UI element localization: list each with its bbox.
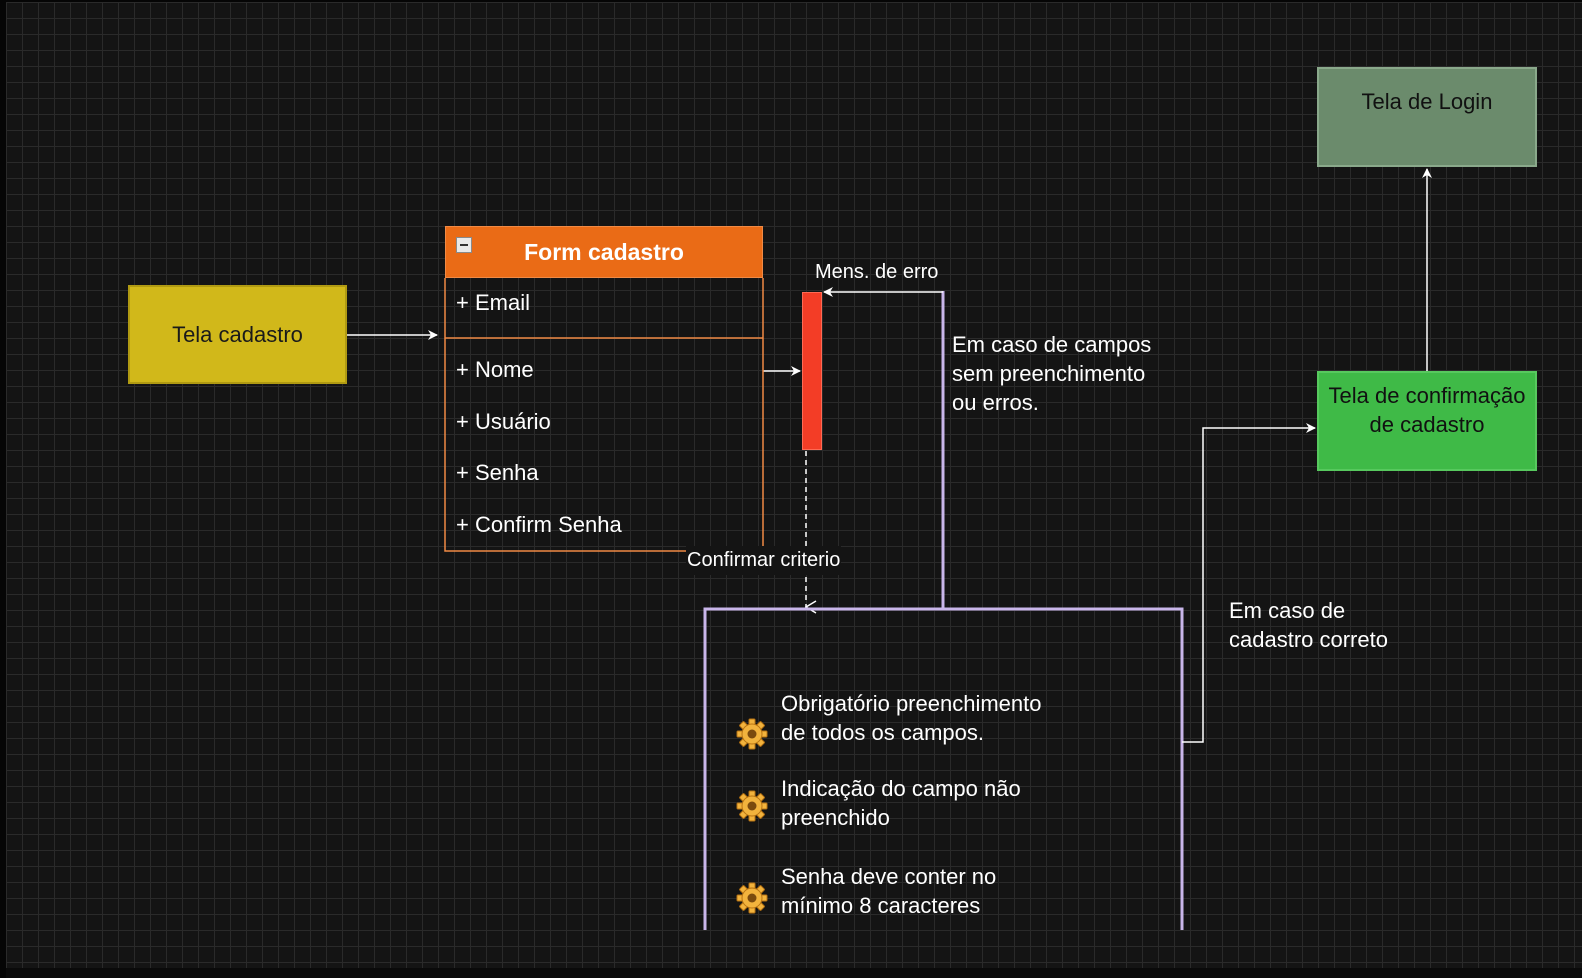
criteria-3-line2: mínimo 8 caracteres (781, 893, 981, 918)
gear-icon (736, 882, 768, 914)
form-field-email[interactable]: + Email (456, 290, 530, 315)
note-campos-line1: Em caso de campos (952, 332, 1152, 357)
collapse-icon[interactable] (456, 237, 472, 253)
form-field-confirm-senha[interactable]: + Confirm Senha (456, 512, 622, 537)
note-correto-line1: Em caso de (1229, 598, 1346, 623)
canvas-top-edge (0, 0, 1582, 2)
canvas-bottom-edge (0, 968, 1582, 978)
node-tela-login[interactable]: Tela de Login (1317, 67, 1537, 167)
note-campos-line2: sem preenchimento (952, 361, 1146, 386)
criteria-3-line1: Senha deve conter no (781, 864, 997, 889)
form-cadastro-class[interactable]: Form cadastro + Email + Nome + Usuário +… (445, 226, 763, 551)
gear-icon (736, 718, 768, 750)
node-tela-cadastro-label: Tela cadastro (172, 321, 303, 347)
criteria-1-line2: de todos os campos. (781, 720, 985, 745)
edge-container-to-confirmacao (1182, 423, 1316, 743)
form-header[interactable]: Form cadastro (445, 226, 763, 278)
edge-label-criterio: Confirmar criterio (686, 546, 842, 575)
error-activation-bar[interactable] (802, 292, 822, 450)
node-tela-login-label: Tela de Login (1361, 89, 1493, 114)
node-tela-confirmacao-label: Tela de confirmação de cadastro (1328, 383, 1526, 437)
form-outline (444, 278, 764, 552)
form-title: Form cadastro (524, 238, 684, 265)
form-field-nome[interactable]: + Nome (456, 357, 534, 382)
canvas-left-edge (0, 0, 6, 978)
gear-icon (736, 790, 768, 822)
edge-label-erro: Mens. de erro (815, 261, 939, 283)
node-tela-cadastro[interactable]: Tela cadastro (128, 285, 347, 384)
note-correto-line2: cadastro correto (1229, 627, 1388, 652)
note-campos-line3: ou erros. (952, 390, 1039, 415)
form-field-senha[interactable]: + Senha (456, 460, 539, 485)
form-field-usuario[interactable]: + Usuário (456, 409, 551, 434)
criteria-1-line1: Obrigatório preenchimento (781, 691, 1042, 716)
criteria-2-line2: preenchido (781, 805, 890, 830)
node-tela-confirmacao[interactable]: Tela de confirmação de cadastro (1317, 371, 1537, 471)
criteria-2-line1: Indicação do campo não (781, 776, 1021, 801)
